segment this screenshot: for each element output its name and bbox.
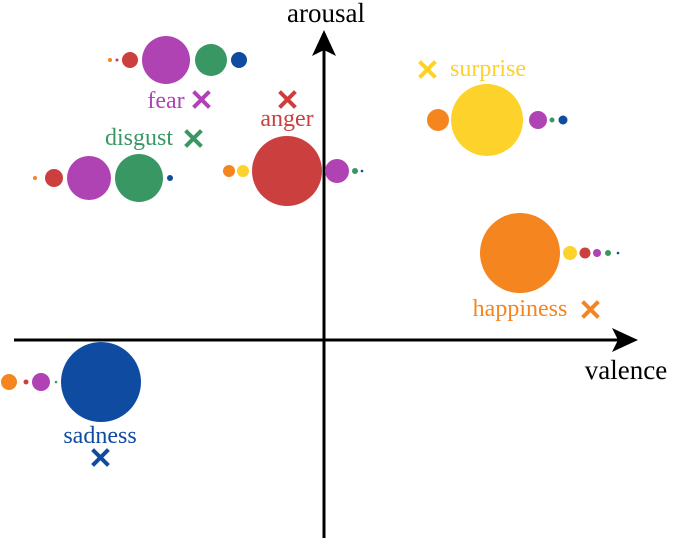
x-axis-arrowhead bbox=[612, 328, 638, 352]
happiness-label: happiness bbox=[473, 296, 568, 322]
surprise-sadness-dot bbox=[558, 115, 568, 125]
y-axis-arrowhead bbox=[312, 30, 336, 56]
happiness-disgust-dot bbox=[605, 250, 611, 256]
sadness-disgust-dot bbox=[54, 380, 58, 384]
y-axis-label: arousal bbox=[287, 0, 365, 28]
sadness-marker-icon bbox=[91, 448, 110, 467]
disgust-main-circle bbox=[115, 154, 163, 202]
disgust-marker-icon bbox=[184, 129, 203, 148]
fear-disgust-circle bbox=[195, 44, 227, 76]
disgust-anger-circle bbox=[45, 169, 63, 187]
surprise-label: surprise bbox=[450, 56, 526, 82]
happiness-anger-circle bbox=[579, 247, 591, 259]
anger-disgust-dot bbox=[352, 168, 358, 174]
anger-sadness-dot bbox=[360, 169, 364, 173]
fear-sadness-circle bbox=[231, 52, 247, 68]
anger-fear-circle bbox=[325, 159, 349, 183]
happiness-fear-circle bbox=[593, 249, 601, 257]
anger-cluster: anger bbox=[223, 90, 364, 206]
anger-label: anger bbox=[260, 106, 313, 132]
sadness-happiness-circle bbox=[1, 374, 17, 390]
disgust-fear-circle bbox=[67, 156, 111, 200]
surprise-cluster: surprise bbox=[418, 56, 568, 156]
fear-label: fear bbox=[147, 88, 184, 114]
happiness-main-circle bbox=[480, 213, 560, 293]
fear-cluster: fear bbox=[108, 36, 247, 114]
sadness-main-circle bbox=[61, 342, 141, 422]
fear-marker-icon bbox=[192, 90, 211, 109]
anger-main-circle bbox=[252, 136, 322, 206]
fear-anger-circle bbox=[122, 52, 138, 68]
disgust-cluster: disgust bbox=[33, 125, 203, 202]
happiness-marker-icon bbox=[581, 300, 600, 319]
fear-main-circle bbox=[142, 36, 190, 84]
anger-happiness-circle bbox=[223, 165, 235, 177]
happiness-sadness-dot bbox=[616, 251, 620, 255]
disgust-label: disgust bbox=[105, 125, 173, 151]
happiness-cluster: happiness bbox=[473, 213, 620, 322]
surprise-fear-circle bbox=[529, 111, 547, 129]
sadness-fear-circle bbox=[32, 373, 50, 391]
x-axis-label: valence bbox=[585, 355, 667, 385]
sadness-label: sadness bbox=[63, 423, 136, 449]
anger-marker-icon bbox=[278, 90, 297, 109]
disgust-happiness-dot bbox=[33, 176, 37, 180]
disgust-sadness-dot bbox=[167, 175, 173, 181]
sadness-anger-dot bbox=[23, 379, 29, 385]
surprise-main-circle bbox=[451, 84, 523, 156]
happiness-surprise-circle bbox=[563, 246, 577, 260]
surprise-disgust-dot bbox=[549, 117, 555, 123]
sadness-cluster: sadness bbox=[1, 342, 141, 467]
fear-happiness-dot bbox=[108, 58, 112, 62]
surprise-marker-icon bbox=[418, 60, 437, 79]
anger-surprise-circle bbox=[237, 165, 249, 177]
surprise-happiness-circle bbox=[427, 109, 449, 131]
fear-anger-dot bbox=[115, 58, 119, 62]
